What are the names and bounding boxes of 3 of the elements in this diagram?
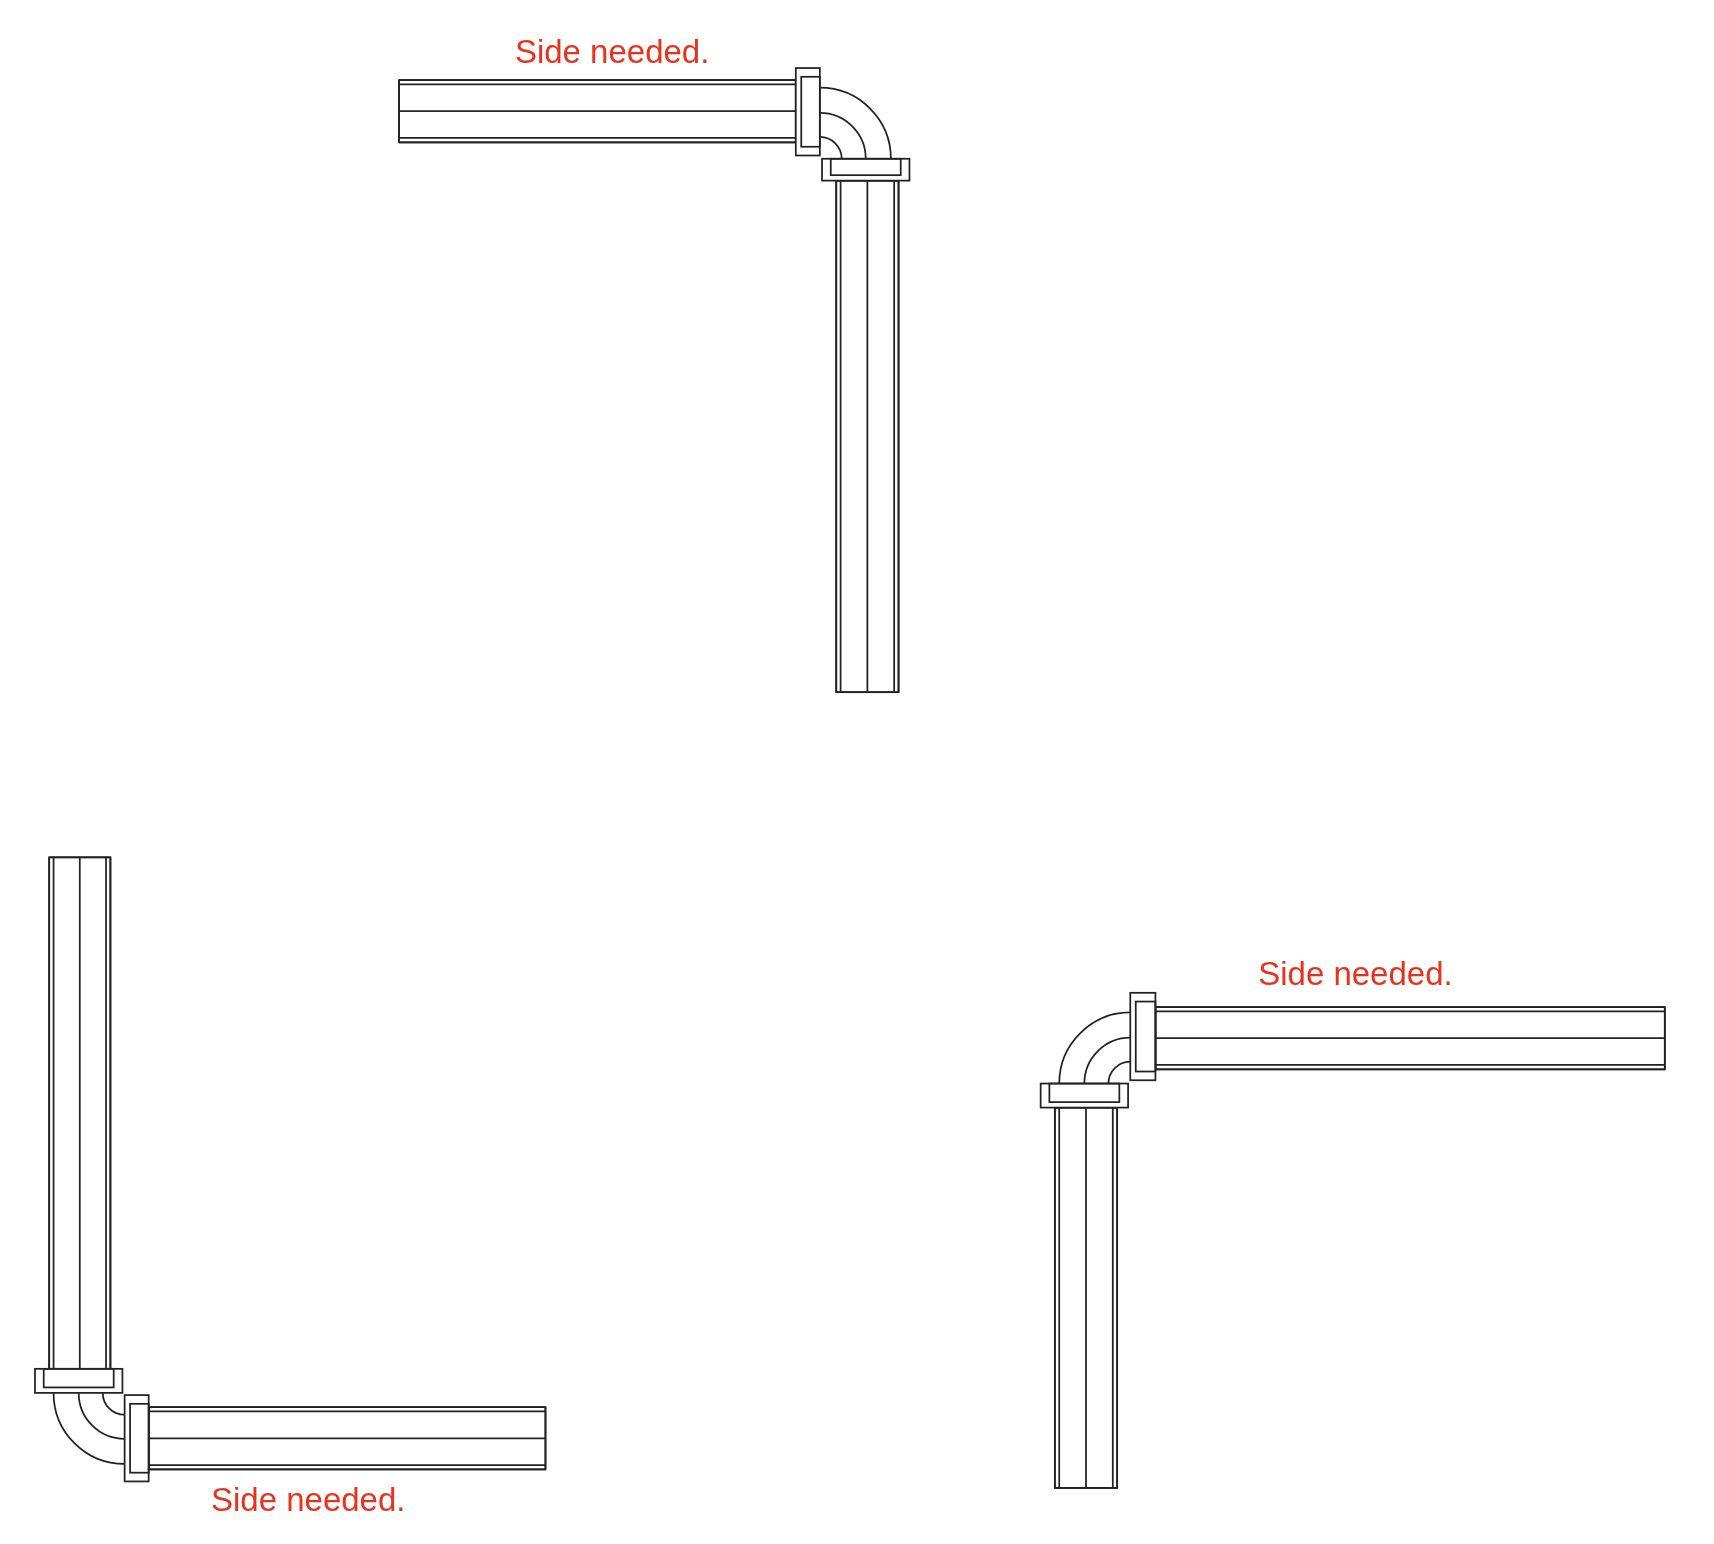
note-text: Side needed. bbox=[514, 32, 710, 71]
note-text: Side needed. bbox=[1258, 955, 1453, 994]
note-text: Side needed. bbox=[211, 1481, 406, 1520]
